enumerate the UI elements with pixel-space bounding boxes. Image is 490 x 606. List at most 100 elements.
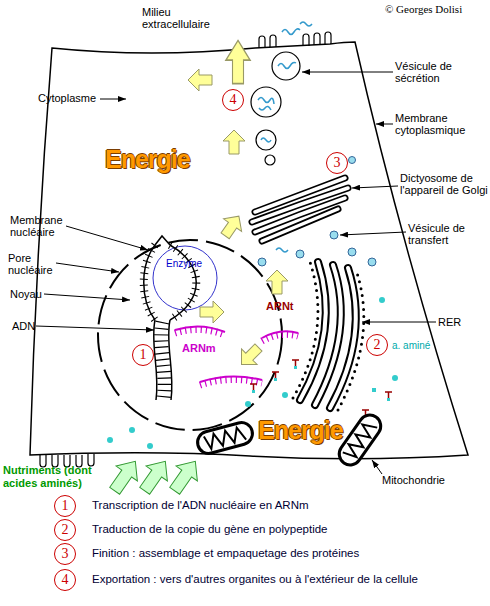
callout-number: 3 (62, 547, 69, 561)
rough-er (293, 262, 364, 410)
callout-number: 4 (62, 573, 69, 587)
flow-arrow (216, 210, 248, 242)
protein-squiggle (261, 138, 271, 142)
part-label: Membrane nucléaire (10, 214, 80, 238)
golgi-sac-lumen (262, 209, 338, 241)
cell-membrane (30, 42, 468, 459)
callout-circle: 1 (54, 495, 76, 517)
microvillus (270, 35, 276, 47)
molecule-label: ARNm (182, 342, 216, 354)
leader-line (376, 124, 393, 125)
part-label: Mitochondrie (382, 474, 445, 486)
microvillus (314, 33, 320, 45)
amino-acid (245, 401, 251, 407)
flow-arrow (234, 340, 267, 373)
flow-arrow (223, 130, 245, 154)
dna-strand (155, 236, 170, 245)
amino-acid (147, 443, 153, 449)
vesicle (256, 130, 276, 150)
protein-squiggle (276, 248, 288, 252)
copyright-note: © Georges Dolisi (385, 3, 462, 15)
leader-line (362, 322, 436, 323)
part-label: RER (438, 316, 461, 328)
flow-arrow (200, 301, 224, 323)
part-label: Noyau (10, 288, 42, 300)
callout-number: 2 (374, 338, 381, 352)
legend-text: Transcription de l'ADN nucléaire en ARNm (92, 499, 482, 511)
legend-text: Finition : assemblage et empaquetage des… (92, 547, 482, 559)
nutrient-arrow (164, 454, 206, 498)
leader-line (302, 72, 393, 73)
flow-arrow (188, 69, 212, 91)
part-label: Membrane cytoplasmique (395, 112, 485, 136)
transfer-vesicles (258, 157, 376, 267)
amino-acid (392, 375, 398, 381)
leader-line (372, 460, 382, 474)
dna-strand (170, 245, 196, 320)
golgi-dictyosome (252, 178, 348, 241)
messenger-rna (175, 326, 298, 385)
transfer-vesicle (296, 250, 304, 258)
part-label: Vésicule de sécrétion (395, 60, 475, 84)
ribosomes (293, 262, 318, 398)
leader-line (352, 186, 398, 188)
part-label: Dictyosome de l'appareil de Golgi (400, 172, 488, 196)
callout-circle: 2 (366, 334, 388, 356)
dna-strand (144, 245, 155, 320)
callout-circle: 4 (222, 89, 244, 111)
callout-circle: 1 (132, 344, 154, 366)
microvillus (259, 36, 265, 48)
trna-symbol (292, 360, 299, 369)
er-sac-outline (315, 265, 341, 405)
energy-label: Energie (105, 145, 190, 174)
region-label: Cytoplasme (38, 92, 96, 104)
transfer-vesicle (258, 258, 266, 266)
protein-squiggle (282, 29, 300, 35)
protein-squiggle (278, 62, 296, 68)
nutrient-arrows (104, 454, 206, 498)
er-sac-outline (330, 268, 356, 408)
legend-text: Exportation : vers d'autres organites ou… (92, 573, 482, 585)
transfer-vesicle (349, 157, 356, 164)
protein-squiggle (258, 98, 274, 105)
leader-line (36, 326, 154, 330)
proteins (258, 22, 312, 252)
nutrient-arrow (104, 454, 146, 498)
ribosomes (338, 270, 364, 410)
vesicle (272, 52, 300, 80)
callout-number: 1 (62, 499, 69, 513)
amino-acid (379, 297, 385, 303)
trna-symbol (250, 384, 257, 393)
dna-rungs (161, 322, 164, 400)
leader-line (100, 99, 126, 100)
trna-symbol (272, 372, 279, 381)
callout-number: 2 (62, 523, 69, 537)
enzyme-label: Enzyme (166, 258, 202, 269)
transfer-vesicle (368, 258, 376, 266)
callout-circle: 3 (326, 152, 348, 174)
mrna-bases (175, 329, 225, 335)
golgi-sac-outline (262, 209, 338, 241)
callout-circle: 3 (54, 543, 76, 565)
vesicle (251, 87, 281, 117)
callout-circle: 2 (54, 519, 76, 541)
amino-acid (129, 427, 135, 433)
leader-line (44, 294, 130, 300)
part-label: Vésicule de transfert (408, 222, 483, 246)
part-label: Pore nucléaire (8, 252, 68, 276)
leader-lines (36, 72, 436, 474)
callout-number: 4 (230, 93, 237, 107)
leader-line (56, 263, 119, 272)
amino-acids (107, 297, 398, 449)
flow-arrow (226, 40, 250, 83)
process-arrows (188, 40, 288, 372)
microvillus (325, 32, 331, 44)
dna-strand (169, 320, 172, 400)
amino-acid (282, 392, 288, 398)
nuclear-membrane (98, 240, 282, 430)
protein-squiggle (259, 106, 271, 110)
energy-label: Energie (258, 416, 343, 445)
